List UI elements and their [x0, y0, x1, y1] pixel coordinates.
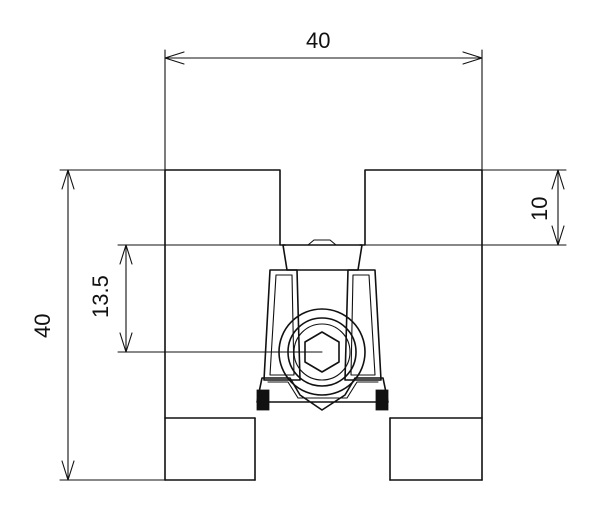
clamp-base-inner [267, 381, 379, 399]
left-height-arrow-top [61, 169, 75, 190]
slot-depth-arrow-top [551, 169, 565, 190]
hex-socket [304, 331, 340, 373]
slot-depth-arrow-bottom [551, 225, 565, 246]
profile-outline [164, 169, 483, 481]
top-clamp-notch [307, 239, 337, 246]
top-width-arrow-left [164, 51, 185, 65]
center-offset-arrow-top [119, 244, 133, 265]
left-clamp-leg-inner [269, 274, 295, 376]
top-width-label: 40 [306, 28, 330, 53]
right-profile-half [359, 169, 483, 481]
left-height-label: 40 [30, 314, 55, 338]
right-clamp-leg-inner [350, 274, 376, 376]
center-offset-label: 13.5 [88, 275, 113, 318]
right-hatch-block [375, 389, 389, 411]
slot-depth-label: 10 [527, 197, 552, 221]
top-width-arrow-right [462, 51, 483, 65]
center-offset-arrow-bottom [119, 332, 133, 353]
dimension-lines [59, 49, 567, 481]
left-clamp-leg [263, 269, 301, 381]
top-clamp-plate [282, 244, 363, 271]
dimension-labels: 40 40 10 13.5 [30, 28, 552, 338]
clamp-base [256, 377, 389, 411]
right-clamp-leg [344, 269, 382, 381]
left-hatch-block [256, 389, 270, 411]
fastener-assembly [256, 239, 389, 411]
left-height-arrow-bottom [61, 460, 75, 481]
